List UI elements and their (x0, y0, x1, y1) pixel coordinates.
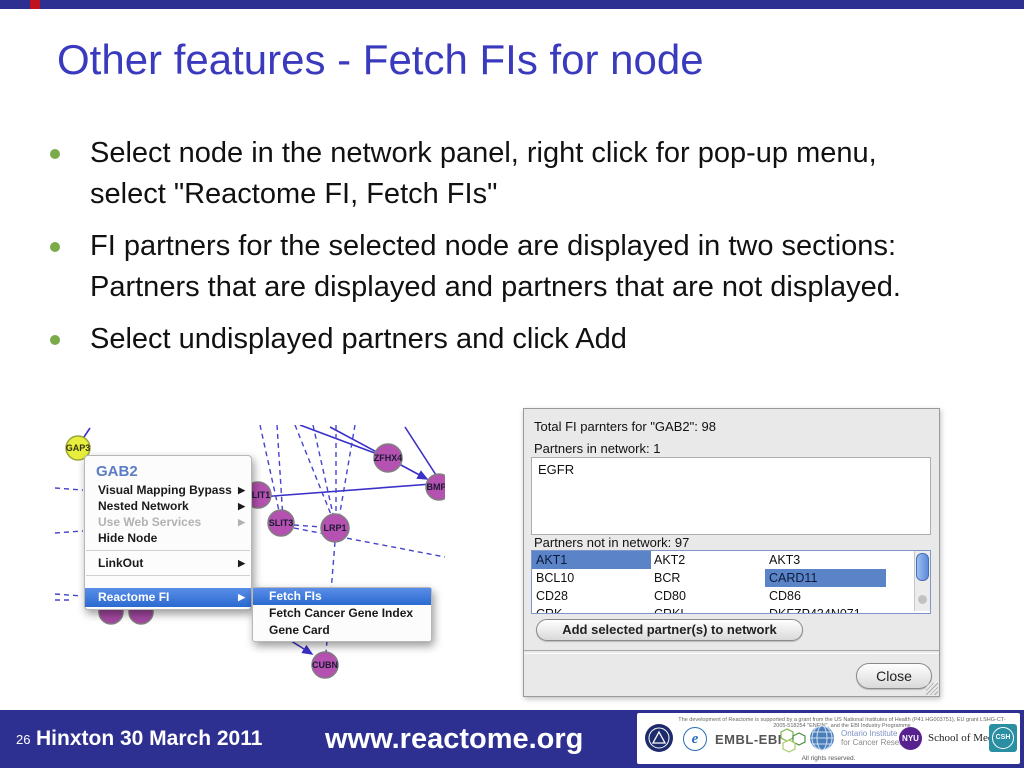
bullet-dot (50, 335, 60, 345)
total-partners-label: Total FI parnters for "GAB2": 98 (534, 419, 716, 434)
scrollbar-down-button[interactable] (918, 595, 927, 604)
rights-line: All rights reserved. (801, 755, 856, 762)
submenu-item-fetch-cancer-gene-index[interactable]: Fetch Cancer Gene Index (269, 606, 414, 620)
bullet-list: Select node in the network panel, right … (48, 133, 943, 371)
oicr-logo: Ontario Institute for Cancer Research (841, 729, 915, 747)
menu-item-reactome-fi[interactable]: Reactome FI▶ (85, 588, 251, 607)
svg-text:CUBN: CUBN (312, 660, 338, 670)
context-menu-header: GAB2 (96, 463, 138, 480)
add-partners-button[interactable]: Add selected partner(s) to network (536, 619, 803, 641)
website-url[interactable]: www.reactome.org (325, 723, 584, 755)
network-panel-screenshot: GAP3 SLIT1 SLIT3 LRP1 ZFHX4 BMP1 (55, 425, 445, 700)
menu-item-hide-node[interactable]: Hide Node (98, 531, 158, 545)
submenu-arrow-icon: ▶ (238, 517, 245, 527)
embl-ebi-logo: EMBL-EBI (715, 732, 782, 747)
top-border-strip (0, 0, 1024, 9)
fetch-fis-dialog: Total FI parnters for "GAB2": 98 Partner… (523, 408, 940, 697)
network-node-zfhx4[interactable]: ZFHX4 (373, 443, 403, 473)
hexagon-logo-icon (779, 725, 807, 758)
partners-in-network-label: Partners in network: 1 (534, 441, 661, 456)
submenu-item-gene-card[interactable]: Gene Card (269, 623, 330, 637)
nih-logo-icon (645, 724, 673, 752)
page-number: 26 (16, 732, 31, 747)
submenu-arrow-icon: ▶ (238, 501, 245, 511)
csh-logo-icon: CSH (989, 724, 1017, 752)
partner-cell[interactable]: BCR (654, 571, 681, 585)
nyu-logo-icon: NYU (899, 727, 922, 750)
network-node-slit3[interactable]: SLIT3 (267, 509, 295, 537)
partner-row: BCL10 BCR CARD11 (532, 569, 930, 587)
resize-grip[interactable] (926, 683, 938, 695)
partner-cell[interactable]: AKT3 (769, 553, 801, 567)
partner-cell-selected[interactable]: CARD11 (765, 569, 886, 587)
partner-cell-selected[interactable]: AKT1 (532, 551, 651, 569)
partner-cell[interactable]: CD86 (769, 589, 801, 603)
bullet-item: Select node in the network panel, right … (48, 133, 943, 215)
network-node-lrp1[interactable]: LRP1 (320, 513, 350, 543)
bullet-text: Select node in the network panel, right … (90, 137, 877, 210)
svg-text:ZFHX4: ZFHX4 (374, 453, 403, 463)
bullet-item: Select undisplayed partners and click Ad… (48, 319, 943, 360)
submenu-arrow-icon: ▶ (238, 592, 245, 602)
partner-cell[interactable]: DKFZP434N071 (769, 607, 861, 614)
network-node-gap3[interactable]: GAP3 (65, 435, 91, 461)
menu-separator (86, 550, 250, 551)
partners-not-in-network-label: Partners not in network: 97 (534, 535, 690, 550)
reactome-fi-submenu: Fetch FIs Fetch Cancer Gene Index Gene C… (252, 587, 432, 642)
bullet-dot (50, 242, 60, 252)
page-title: Other features - Fetch FIs for node (57, 36, 704, 83)
globe-logo-icon (809, 725, 835, 756)
submenu-arrow-icon: ▶ (238, 558, 245, 568)
svg-text:LRP1: LRP1 (323, 523, 346, 533)
partner-cell[interactable]: CD28 (536, 589, 568, 603)
partner-cell[interactable]: BCL10 (536, 571, 575, 585)
partner-cell[interactable]: CD80 (654, 589, 686, 603)
submenu-item-fetch-fis[interactable]: Fetch FIs (253, 588, 431, 605)
scrollbar-thumb[interactable] (916, 553, 929, 581)
e-logo-icon: e (683, 727, 707, 751)
partner-row: AKT1 AKT2 AKT3 (532, 551, 930, 569)
bullet-item: FI partners for the selected node are di… (48, 226, 943, 308)
partner-cell[interactable]: CRKL (654, 607, 688, 614)
sponsor-logo-box: The development of Reactome is supported… (637, 713, 1020, 764)
partner-cell[interactable]: CRK (536, 607, 563, 614)
close-button[interactable]: Close (856, 663, 932, 689)
list-scrollbar[interactable] (914, 551, 930, 611)
svg-text:SLIT1: SLIT1 (246, 490, 271, 500)
partner-cell[interactable]: AKT2 (654, 553, 686, 567)
svg-text:GAP3: GAP3 (66, 443, 91, 453)
top-red-accent (30, 0, 40, 9)
bullet-dot (50, 149, 60, 159)
menu-separator (86, 575, 250, 576)
bullet-text: Select undisplayed partners and click Ad… (90, 323, 627, 355)
partner-in-network-item[interactable]: EGFR (538, 462, 575, 477)
menu-item-linkout[interactable]: LinkOut▶ (98, 556, 245, 570)
partners-in-network-box[interactable]: EGFR (531, 457, 931, 535)
svg-text:SLIT3: SLIT3 (269, 518, 294, 528)
svg-text:BMP1: BMP1 (426, 482, 445, 492)
network-node-bmp1[interactable]: BMP1 (425, 473, 445, 501)
dialog-separator (524, 650, 939, 654)
venue-date: Hinxton 30 March 2011 (36, 727, 263, 750)
slide-footer: 26 Hinxton 30 March 2011 www.reactome.or… (0, 710, 1024, 768)
menu-item-use-web-services: Use Web Services▶ (98, 515, 245, 529)
context-menu: GAB2 Visual Mapping Bypass▶ Nested Netwo… (84, 455, 252, 610)
bullet-text: FI partners for the selected node are di… (90, 230, 901, 303)
partner-row: CRK CRKL DKFZP434N071 (532, 605, 930, 614)
menu-item-visual-mapping-bypass[interactable]: Visual Mapping Bypass▶ (98, 483, 245, 497)
credits-line: The development of Reactome is supported… (678, 717, 1006, 729)
menu-item-nested-network[interactable]: Nested Network▶ (98, 499, 245, 513)
network-node-cubn[interactable]: CUBN (311, 651, 339, 679)
partner-row: CD28 CD80 CD86 (532, 587, 930, 605)
submenu-arrow-icon: ▶ (238, 485, 245, 495)
partners-not-in-network-list[interactable]: AKT1 AKT2 AKT3 BCL10 BCR CARD11 CD28 CD8… (531, 550, 931, 614)
